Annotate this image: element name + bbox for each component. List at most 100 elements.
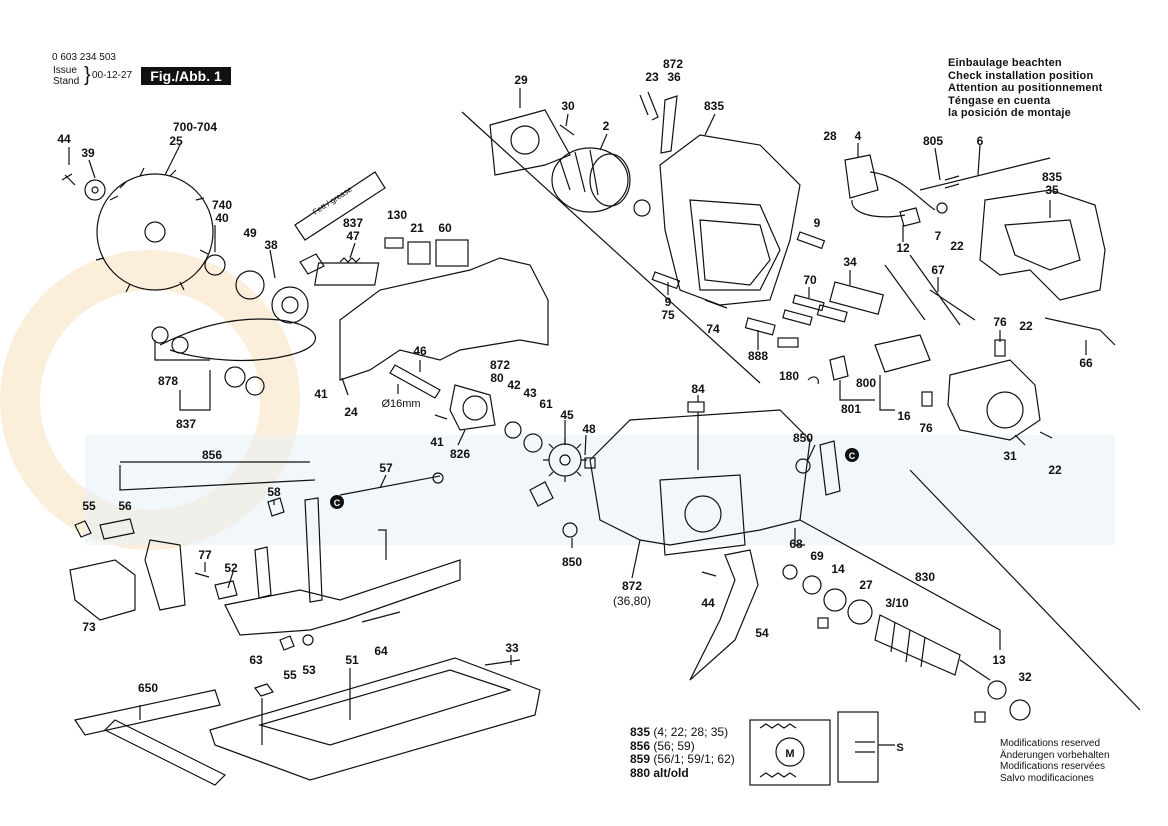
boundary-line bbox=[461, 111, 761, 384]
part-label: 33 bbox=[505, 641, 519, 655]
legend-value: (56; 59) bbox=[653, 738, 695, 753]
callout-circle bbox=[845, 448, 859, 462]
nut-icon bbox=[817, 617, 829, 629]
plate-icon bbox=[744, 317, 776, 336]
bushing-icon bbox=[795, 458, 811, 474]
part-label: 42 bbox=[507, 378, 521, 392]
leader-line bbox=[599, 133, 608, 151]
part-label: 84 bbox=[691, 382, 705, 396]
part-label: 38 bbox=[264, 238, 278, 252]
motor-cap-icon bbox=[947, 359, 1041, 441]
issue-date: 00-12-27 bbox=[92, 70, 133, 81]
part-label: 44 bbox=[57, 132, 71, 146]
leader-line bbox=[457, 429, 466, 446]
cap-icon bbox=[224, 366, 246, 388]
leader-line bbox=[565, 113, 569, 127]
motor-symbol-letter: M bbox=[785, 748, 794, 760]
spring-icon bbox=[339, 257, 361, 263]
legend-row: 856 (56; 59) bbox=[630, 738, 735, 754]
plate-icon bbox=[777, 337, 799, 348]
installation-note-line: Einbaulage beachten bbox=[948, 57, 1062, 69]
flange-icon bbox=[271, 286, 309, 324]
installation-note-line: la posición de montaje bbox=[948, 107, 1071, 119]
callout-letter: C bbox=[334, 498, 341, 508]
switch-symbol-letter: S bbox=[896, 742, 903, 754]
part-labels: 29 30 2 872 23 36 835 44 39 700-704 25 7… bbox=[57, 57, 1093, 760]
group-bracket bbox=[179, 370, 211, 411]
part-label: 180 bbox=[779, 369, 799, 383]
wire-icon bbox=[884, 254, 961, 326]
bushing-icon bbox=[151, 326, 169, 344]
spring-icon bbox=[807, 376, 819, 385]
wire-icon bbox=[929, 289, 976, 321]
part-label: 830 bbox=[915, 570, 935, 584]
part-label: 32 bbox=[1018, 670, 1032, 684]
part-label: 29 bbox=[514, 73, 528, 87]
part-label: 837 bbox=[176, 417, 196, 431]
legend-row: 880 alt/old bbox=[630, 765, 735, 781]
screw-icon bbox=[559, 124, 575, 136]
part-label: 67 bbox=[931, 263, 945, 277]
part-label: 60 bbox=[438, 221, 452, 235]
circuit-schematic-icon bbox=[749, 711, 895, 786]
part-label: 47 bbox=[346, 229, 360, 243]
screw-icon bbox=[194, 572, 210, 578]
leader-line bbox=[977, 144, 981, 176]
label-plate bbox=[651, 271, 681, 290]
part-label: 878 bbox=[158, 374, 178, 388]
part-label: 77 bbox=[198, 548, 212, 562]
cover-plate-icon bbox=[829, 281, 885, 315]
part-label: 22 bbox=[1019, 319, 1033, 333]
part-label: 31 bbox=[1003, 449, 1017, 463]
spindle-icon bbox=[389, 364, 441, 399]
pin-icon bbox=[99, 518, 135, 540]
footer-note: Modifications reserved bbox=[1000, 738, 1101, 749]
knob-icon bbox=[74, 520, 92, 538]
legend-key: 880 bbox=[630, 765, 651, 780]
label-plate bbox=[921, 391, 933, 407]
part-label: 6 bbox=[977, 134, 984, 148]
screw-icon bbox=[701, 571, 717, 577]
part-label: 54 bbox=[755, 626, 769, 640]
leader-line bbox=[1014, 434, 1026, 446]
part-number: 0 603 234 503 bbox=[52, 52, 116, 63]
clamp-icon bbox=[660, 95, 678, 154]
bearing-flange-icon bbox=[449, 384, 496, 431]
part-label: 837 bbox=[343, 216, 363, 230]
gear-housing-icon bbox=[589, 409, 811, 546]
part-label: 835 bbox=[704, 99, 724, 113]
group-bracket bbox=[799, 519, 1001, 650]
retract-spring-icon bbox=[159, 318, 317, 362]
part-label: 56 bbox=[118, 499, 132, 513]
part-label: 44 bbox=[701, 596, 715, 610]
circlip-icon bbox=[523, 433, 543, 453]
leader-line bbox=[349, 242, 356, 259]
part-label: 76 bbox=[919, 421, 933, 435]
cable-icon bbox=[919, 157, 1051, 191]
part-label: 61 bbox=[539, 397, 553, 411]
footer-notes: Modifications reserved Änderungen vorbeh… bbox=[1000, 738, 1110, 784]
slide-icon bbox=[214, 580, 238, 600]
part-label: 64 bbox=[374, 644, 388, 658]
installation-note-line: Attention au positionnement bbox=[948, 82, 1103, 94]
leader-line bbox=[164, 144, 181, 176]
stand-label: Stand bbox=[53, 76, 80, 87]
part-label: 9 bbox=[814, 216, 821, 230]
part-label: 800 bbox=[856, 376, 876, 390]
screw-icon bbox=[61, 173, 76, 186]
part-label: 9 bbox=[665, 295, 672, 309]
part-label: 49 bbox=[243, 226, 257, 240]
screw-icon bbox=[704, 299, 728, 309]
flange-icon bbox=[235, 270, 265, 300]
bushing-icon bbox=[562, 522, 578, 538]
part-label: 68 bbox=[789, 537, 803, 551]
legend-key: 856 bbox=[630, 738, 651, 753]
screw-icon bbox=[1039, 431, 1053, 439]
part-label: 888 bbox=[748, 349, 768, 363]
clamp-plate-icon bbox=[267, 497, 285, 517]
clamp-icon bbox=[639, 91, 659, 121]
drawing: Fett / grease bbox=[61, 88, 1141, 786]
part-label: 872 bbox=[490, 358, 510, 372]
part-label: 41 bbox=[430, 435, 444, 449]
